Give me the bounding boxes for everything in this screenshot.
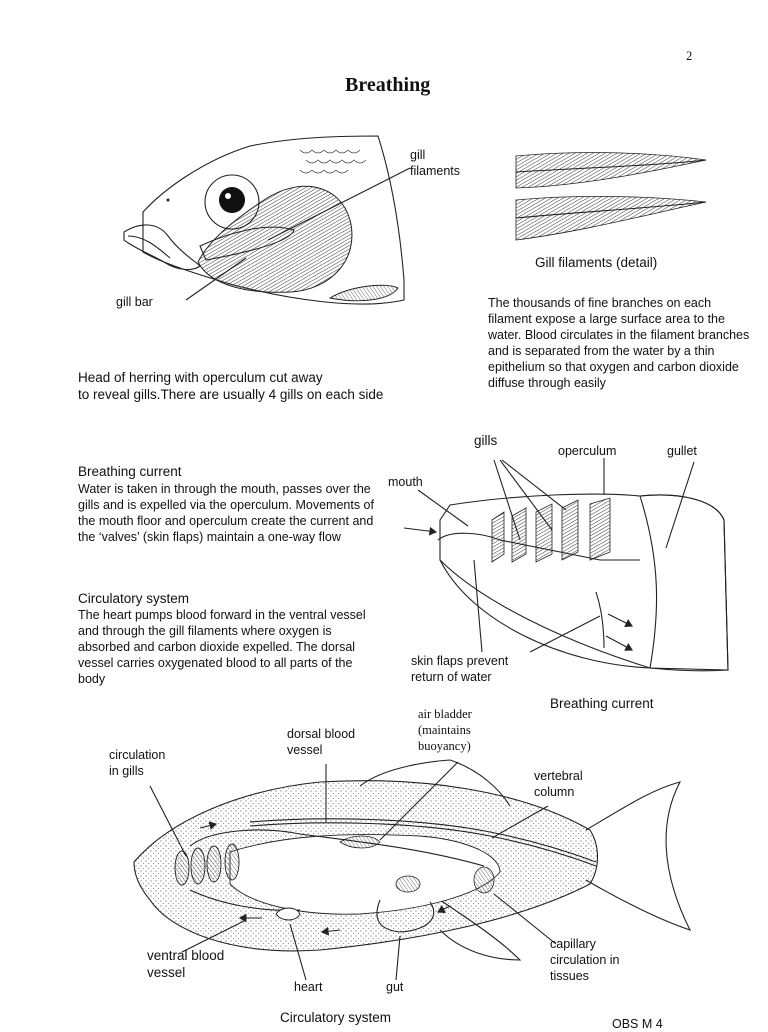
label-gullet: gullet <box>667 443 697 459</box>
label-gill-bar: gill bar <box>116 294 153 310</box>
circulatory-heading: Circulatory system <box>78 590 189 607</box>
footer-fragment: OBS M 4 <box>612 1016 663 1032</box>
label-heart: heart <box>294 979 323 995</box>
fig2-caption: Gill filaments (detail) <box>535 254 657 271</box>
label-gills: gills <box>474 432 497 449</box>
fig1-caption: Head of herring with operculum cut away … <box>78 369 383 403</box>
label-gill-filaments: gill filaments <box>410 147 460 179</box>
label-ventral-vessel: ventral blood vessel <box>147 947 224 981</box>
label-air-bladder: air bladder (maintains buoyancy) <box>418 706 472 754</box>
gill-filament-detail <box>516 153 706 240</box>
label-dorsal-vessel: dorsal blood vessel <box>287 726 355 758</box>
fig4-caption: Circulatory system <box>280 1009 391 1026</box>
label-mouth: mouth <box>388 474 423 490</box>
label-gut: gut <box>386 979 403 995</box>
breathing-current-text: Water is taken in through the mouth, pas… <box>78 481 374 545</box>
breathing-current-diagram <box>404 458 728 671</box>
label-skin-flaps: skin flaps prevent return of water <box>411 653 508 685</box>
label-operculum: operculum <box>558 443 616 459</box>
label-vertebral-column: vertebral column <box>534 768 583 800</box>
label-circulation-gills: circulation in gills <box>109 747 165 779</box>
breathing-current-heading: Breathing current <box>78 463 182 480</box>
fig3-caption: Breathing current <box>550 695 654 712</box>
fig2-description: The thousands of fine branches on each f… <box>488 295 754 391</box>
label-capillary: capillary circulation in tissues <box>550 936 619 984</box>
circulatory-text: The heart pumps blood forward in the ven… <box>78 607 378 687</box>
